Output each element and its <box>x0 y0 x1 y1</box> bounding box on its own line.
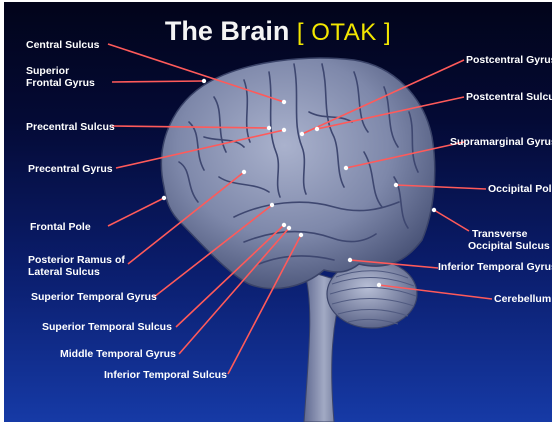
label-transverse-occipital-line1: Transverse <box>472 228 527 240</box>
label-occipital-pole: Occipital Pole <box>488 183 552 195</box>
label-posterior-ramus-line1: Posterior Ramus of <box>28 254 125 266</box>
label-superior-frontal-gyrus-line2: Frontal Gyrus <box>26 77 95 89</box>
label-precentral-sulcus: Precentral Sulcus <box>26 121 115 133</box>
label-superior-temporal-gyrus: Superior Temporal Gyrus <box>31 291 157 303</box>
label-transverse-occipital-line2: Occipital Sulcus <box>468 240 550 252</box>
label-postcentral-sulcus: Postcentral Sulcus <box>466 91 552 103</box>
title-main: The Brain <box>165 16 290 46</box>
label-postcentral-gyrus: Postcentral Gyrus <box>466 54 552 66</box>
label-posterior-ramus-line2: Lateral Sulcus <box>28 266 100 278</box>
label-frontal-pole: Frontal Pole <box>30 221 91 233</box>
label-supramarginal-gyrus: Supramarginal Gyrus <box>450 136 552 148</box>
label-inferior-temporal-sulcus: Inferior Temporal Sulcus <box>104 369 227 381</box>
label-precentral-gyrus: Precentral Gyrus <box>28 163 113 175</box>
label-inferior-temporal-gyrus: Inferior Temporal Gyrus <box>438 261 552 273</box>
label-superior-frontal-gyrus-line1: Superior <box>26 65 69 77</box>
label-superior-temporal-sulcus: Superior Temporal Sulcus <box>42 321 172 333</box>
label-cerebellum: Cerebellum <box>494 293 551 305</box>
label-middle-temporal-gyrus: Middle Temporal Gyrus <box>60 348 176 360</box>
label-central-sulcus: Central Sulcus <box>26 39 100 51</box>
title-sub: [ OTAK ] <box>297 19 391 46</box>
diagram-canvas: The Brain [ OTAK ] Central Sulcus Superi… <box>4 2 552 422</box>
